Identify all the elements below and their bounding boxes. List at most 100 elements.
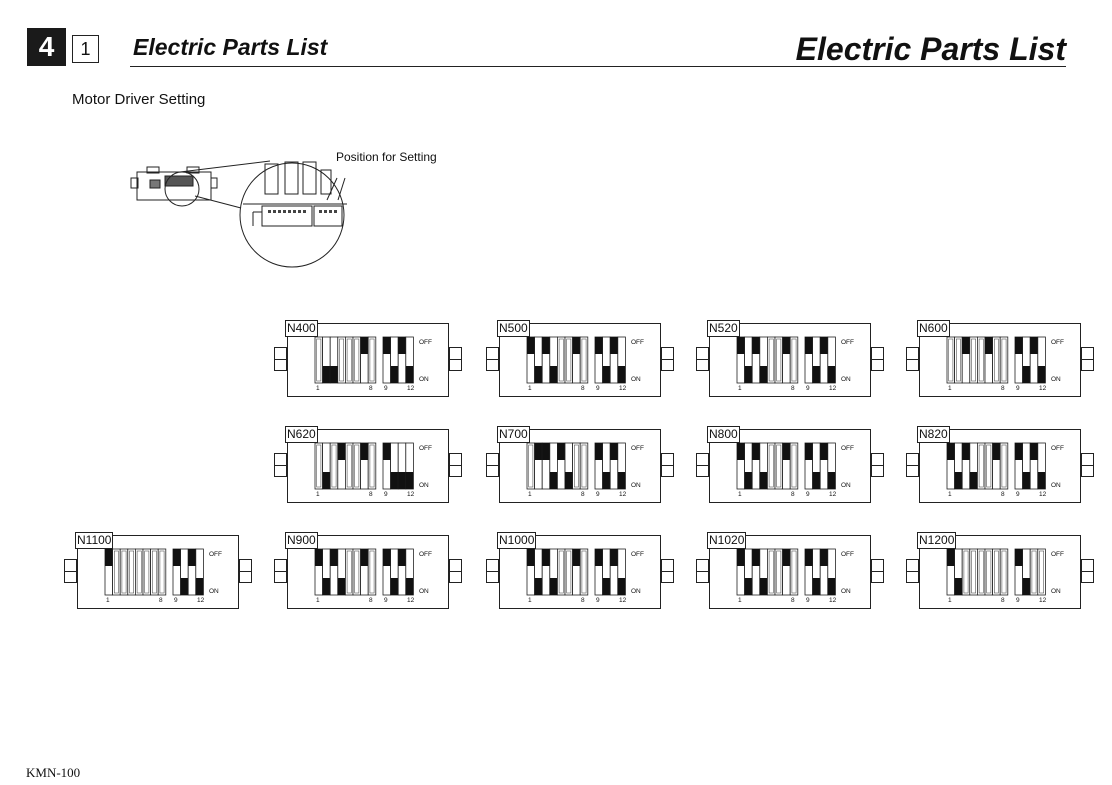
on-label: ON [1051,482,1061,489]
switch-number-8: 8 [581,597,585,604]
switch-11 [819,442,829,490]
switch-4 [337,442,346,490]
switch-1 [736,548,745,596]
switch-2 [112,548,121,596]
switch-9 [804,442,813,490]
mounting-tab [871,453,884,477]
switch-3 [751,548,761,596]
switch-number-12: 12 [619,597,627,604]
switch-number-9: 9 [384,385,388,392]
switch-12 [195,548,204,596]
off-label: OFF [631,445,644,452]
switch-1 [946,336,955,384]
switch-3 [329,442,339,490]
switch-10 [390,336,399,384]
position-callout: Position for Setting [336,150,437,164]
switch-7 [572,442,581,490]
switch-9 [804,336,813,384]
mounting-tab [661,453,674,477]
footer-model: KMN-100 [26,765,81,780]
switch-3 [751,336,761,384]
switch-7 [150,548,159,596]
switch-5 [977,336,986,384]
switch-10 [1022,548,1031,596]
model-label: N520 [707,320,740,337]
switch-3 [961,336,971,384]
on-label: ON [631,588,641,595]
model-label: N900 [285,532,318,549]
mounting-tab [906,347,919,371]
switch-12 [1037,548,1046,596]
on-label: ON [419,376,429,383]
switch-number-12: 12 [829,491,837,498]
switch-3 [329,336,339,384]
section-title: Electric Parts List [133,34,328,60]
switch-9 [172,548,181,596]
switch-10 [602,548,611,596]
model-label: N820 [917,426,950,443]
switch-6 [774,336,783,384]
switch-6 [984,442,993,490]
switch-number-12: 12 [1039,491,1047,498]
off-label: OFF [1051,445,1064,452]
switch-number-8: 8 [369,597,373,604]
mounting-tab [661,559,674,583]
switch-10 [602,336,611,384]
switch-11 [1029,442,1039,490]
on-label: ON [1051,376,1061,383]
switch-8 [367,336,377,384]
switch-number-8: 8 [369,491,373,498]
switch-3 [541,548,551,596]
switch-11 [1029,336,1039,384]
switch-11 [819,548,829,596]
switch-8 [999,548,1009,596]
switch-number-9: 9 [806,385,810,392]
mounting-tab [449,347,462,371]
switch-number-12: 12 [619,385,627,392]
switch-8 [579,336,589,384]
switch-3 [751,442,761,490]
mounting-tab [906,453,919,477]
switch-number-1: 1 [738,491,742,498]
on-label: ON [841,588,851,595]
switch-8 [999,442,1009,490]
switch-number-9: 9 [1016,491,1020,498]
switch-number-12: 12 [829,385,837,392]
switch-11 [609,442,619,490]
switch-2 [744,336,753,384]
switch-7 [992,336,1001,384]
switch-9 [1014,442,1023,490]
switch-5 [767,336,776,384]
mounting-tab [696,559,709,583]
switch-number-9: 9 [806,491,810,498]
switch-4 [549,336,558,384]
mounting-tab [486,559,499,583]
switch-7 [572,336,581,384]
switch-6 [352,336,361,384]
off-label: OFF [1051,339,1064,346]
switch-9 [382,336,391,384]
switch-number-1: 1 [738,597,742,604]
switch-11 [609,336,619,384]
off-label: OFF [419,339,432,346]
switch-12 [405,336,414,384]
switch-2 [322,548,331,596]
switch-8 [789,336,799,384]
switch-5 [345,442,354,490]
on-label: ON [419,588,429,595]
on-label: ON [631,376,641,383]
switch-number-1: 1 [948,385,952,392]
switch-3 [119,548,129,596]
